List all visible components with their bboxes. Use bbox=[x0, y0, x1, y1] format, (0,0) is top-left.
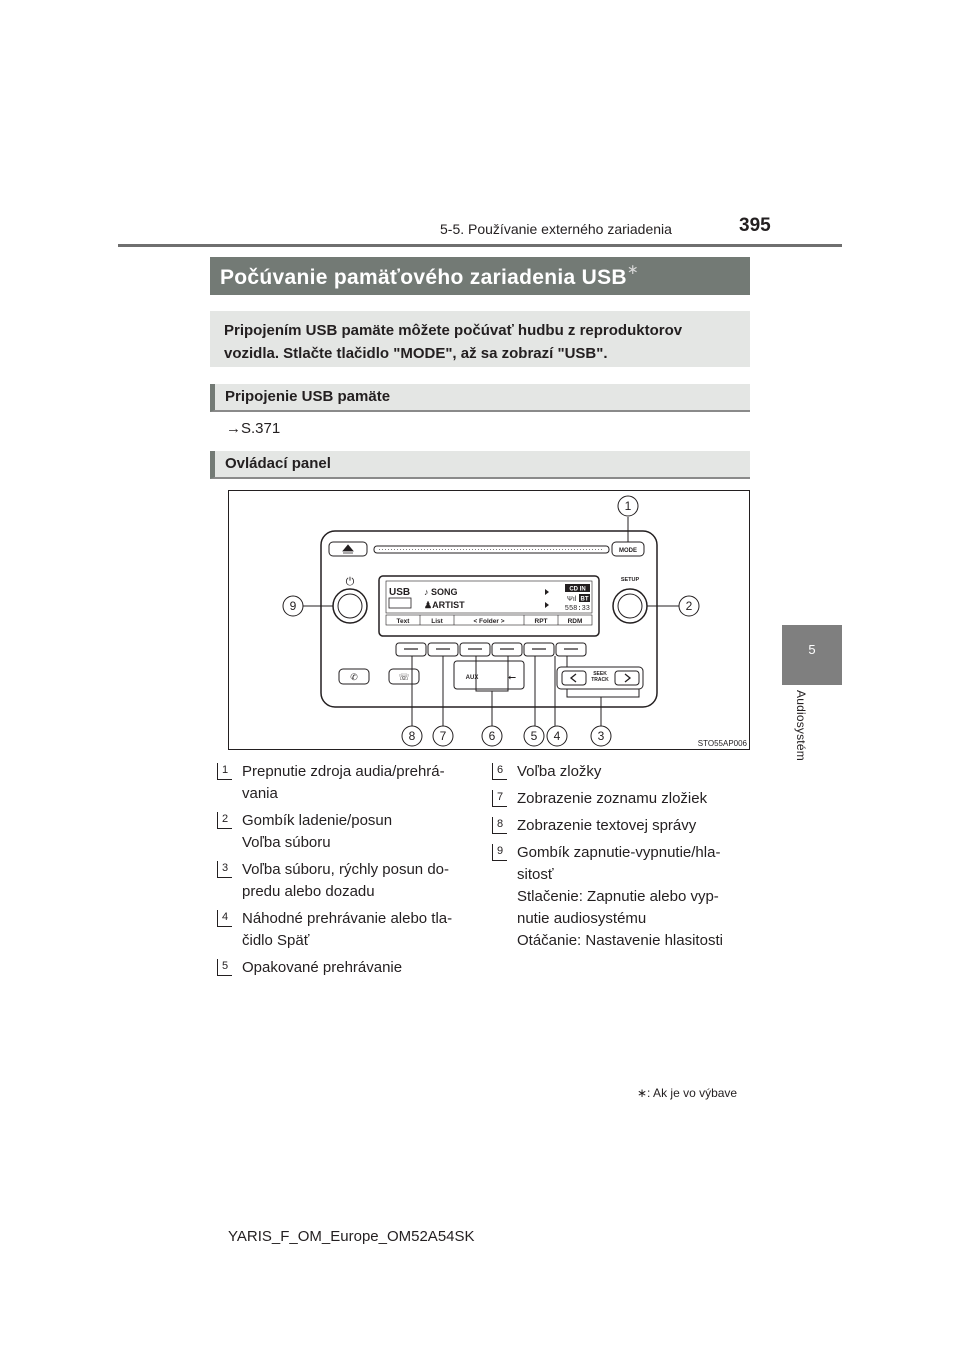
softkey-rdm: RDM bbox=[568, 618, 583, 625]
chapter-tab: 5 bbox=[782, 625, 842, 685]
legend-number: 7 bbox=[492, 790, 507, 807]
softkey-text: Text bbox=[397, 618, 411, 625]
legend-text: Opakované prehrávanie bbox=[242, 959, 403, 976]
callout-4-label: 4 bbox=[554, 729, 561, 743]
callout-5 bbox=[523, 725, 545, 747]
aux-label: AUX bbox=[466, 675, 479, 681]
setup-label: SETUP bbox=[621, 577, 640, 583]
legend-item: 7 Zobrazenie zoznamu zložiek bbox=[490, 788, 750, 810]
legend-text: Prepnutie zdroja audia/prehrá- vania bbox=[242, 763, 445, 802]
callout-6 bbox=[481, 725, 503, 747]
cd-in-indicator bbox=[565, 584, 590, 592]
optional-mark: ∗ bbox=[626, 261, 639, 277]
subheading-control-panel: Ovládací panel bbox=[210, 451, 750, 479]
power-icon: ⏻ bbox=[346, 576, 355, 588]
legend-number: 4 bbox=[217, 910, 232, 927]
phone-icon: ✆ bbox=[350, 672, 358, 682]
header-rule bbox=[118, 244, 842, 247]
legend-text: Voľba súboru, rýchly posun do- predu ale… bbox=[242, 861, 449, 900]
legend-item: 5 Opakované prehrávanie bbox=[215, 957, 475, 979]
bt-indicator bbox=[579, 594, 590, 602]
seek-label: SEEK bbox=[593, 671, 607, 677]
hangup-icon: ☏ bbox=[398, 672, 409, 682]
document-code: YARIS_F_OM_Europe_OM52A54SK bbox=[228, 1228, 475, 1245]
softkey-rpt: RPT bbox=[535, 618, 548, 625]
page-reference: →S.371 bbox=[226, 420, 281, 437]
softkey-labels: Text List < Folder > RPT RDM bbox=[385, 614, 593, 626]
control-panel-illustration: MODE ⏻ SETUP USB ♪ SONG ♟ARTIST CD IN Ψı… bbox=[282, 495, 748, 748]
signal-icon: Ψıl bbox=[567, 596, 577, 603]
callout-2-label: 2 bbox=[686, 599, 693, 613]
legend-item: 1 Prepnutie zdroja audia/prehrá- vania bbox=[215, 761, 475, 805]
folder-icon bbox=[388, 597, 412, 609]
legend-right: 6 Voľba zložky 7 Zobrazenie zoznamu zložie… bbox=[490, 761, 750, 957]
legend-number: 8 bbox=[492, 817, 507, 834]
page-title-text: Počúvanie pamäťového zariadenia USB bbox=[220, 266, 627, 289]
legend-text: Zobrazenie textovej správy bbox=[517, 817, 697, 834]
display-arrows bbox=[545, 589, 549, 608]
legend-item: 6 Voľba zložky bbox=[490, 761, 750, 783]
softkey-list: List bbox=[431, 618, 443, 625]
callout-3 bbox=[590, 725, 612, 747]
callout-2 bbox=[678, 595, 700, 617]
legend-number: 9 bbox=[492, 844, 507, 861]
legend-text: Voľba zložky bbox=[517, 763, 602, 780]
callout-4 bbox=[546, 725, 568, 747]
legend-number: 2 bbox=[217, 812, 232, 829]
callout-9-label: 9 bbox=[290, 599, 297, 613]
display-song: ♪ SONG bbox=[424, 587, 458, 597]
track-label: TRACK bbox=[591, 677, 609, 683]
seek-up-button bbox=[614, 670, 640, 686]
callout-9 bbox=[282, 595, 304, 617]
legend-item: 8 Zobrazenie textovej správy bbox=[490, 815, 750, 837]
control-panel-figure: MODE ⏻ SETUP USB ♪ SONG ♟ARTIST CD IN Ψı… bbox=[228, 490, 750, 750]
legend-number: 5 bbox=[217, 959, 232, 976]
legend-text: Gombík ladenie/posun Voľba súboru bbox=[242, 812, 393, 851]
chapter-label: Audiosystém bbox=[794, 690, 808, 761]
callout-7-label: 7 bbox=[440, 729, 447, 743]
intro-box: Pripojením USB pamäte môžete počúvať hud… bbox=[210, 311, 750, 367]
cd-in-label: CD IN bbox=[569, 587, 585, 593]
softkey-folder: < Folder > bbox=[473, 618, 504, 625]
callout-8-label: 8 bbox=[409, 729, 416, 743]
page-number: 395 bbox=[739, 215, 771, 236]
cd-slot bbox=[373, 545, 610, 554]
display-artist: ♟ARTIST bbox=[424, 600, 465, 610]
page-title: Počúvanie pamäťového zariadenia USB∗ bbox=[210, 257, 750, 295]
legend-item: 2 Gombík ladenie/posun Voľba súboru bbox=[215, 810, 475, 854]
seek-chevron-icons bbox=[569, 673, 632, 683]
phone-button bbox=[338, 668, 370, 685]
legend-text: Zobrazenie zoznamu zložiek bbox=[517, 790, 708, 807]
legend-number: 3 bbox=[217, 861, 232, 878]
callout-7 bbox=[432, 725, 454, 747]
callout-5-label: 5 bbox=[531, 729, 538, 743]
eject-icon bbox=[342, 544, 354, 554]
legend-text: Náhodné prehrávanie alebo tla- čidlo Spä… bbox=[242, 910, 453, 949]
usb-icon: ⭠ bbox=[508, 672, 516, 683]
display-source: USB bbox=[389, 587, 410, 598]
callout-3-label: 3 bbox=[598, 729, 605, 743]
legend-number: 1 bbox=[217, 763, 232, 780]
legend-item: 9 Gombík zapnutie-vypnutie/hla- sitosť St… bbox=[490, 842, 750, 952]
legend-text: Gombík zapnutie-vypnutie/hla- sitosť Stl… bbox=[517, 844, 723, 949]
callout-1 bbox=[617, 495, 639, 517]
legend-item: 3 Voľba súboru, rýchly posun do- predu al… bbox=[215, 859, 475, 903]
callout-6-label: 6 bbox=[489, 729, 496, 743]
seek-down-button bbox=[561, 670, 587, 686]
legend-number: 6 bbox=[492, 763, 507, 780]
figure-code: STO55AP006 bbox=[698, 739, 748, 748]
track-time: 558:33 bbox=[565, 605, 590, 613]
mode-label: MODE bbox=[619, 548, 637, 554]
aux-usb-port bbox=[453, 660, 525, 690]
callout-8 bbox=[401, 725, 423, 747]
bt-label: BT bbox=[581, 597, 589, 603]
legend-item: 4 Náhodné prehrávanie alebo tla- čidlo Sp… bbox=[215, 908, 475, 952]
section-header: 5-5. Používanie externého zariadenia bbox=[440, 221, 672, 237]
footnote: ∗: Ak je vo výbave bbox=[637, 1086, 738, 1100]
subheading-usb-connection: Pripojenie USB pamäte bbox=[210, 384, 750, 412]
callout-1-label: 1 bbox=[625, 499, 632, 513]
